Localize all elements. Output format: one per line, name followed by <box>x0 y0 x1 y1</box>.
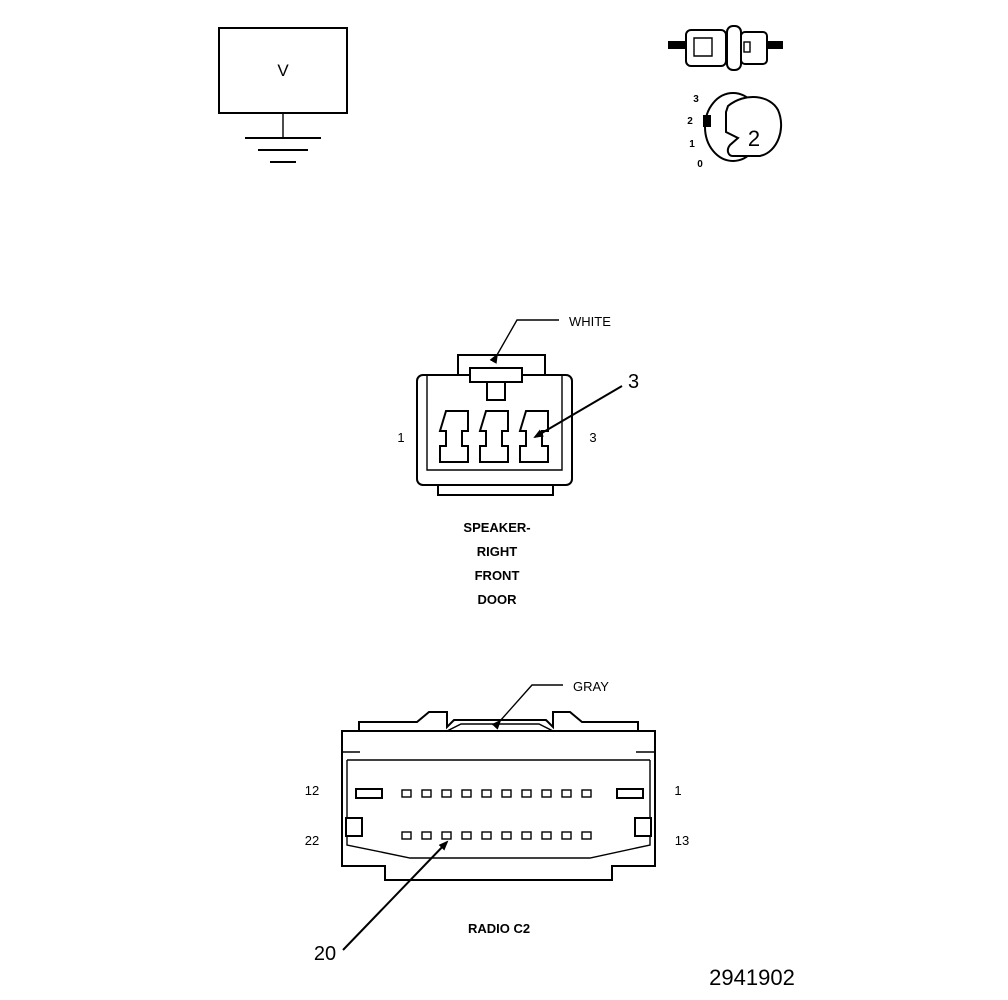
radio-pin-callout-arrow <box>342 840 449 951</box>
speaker-cavity-1 <box>438 410 469 463</box>
radio-connector: GRAY <box>305 679 689 965</box>
radio-cavity-1 <box>616 788 644 799</box>
radio-pin-22: 22 <box>305 833 319 848</box>
speaker-name-line-2: RIGHT <box>477 544 518 559</box>
speaker-color-label: WHITE <box>569 314 611 329</box>
voltmeter-box <box>218 27 348 114</box>
switch-selected-position: 2 <box>748 126 760 151</box>
white-callout-leader <box>489 319 559 364</box>
switch-position-0: 0 <box>697 159 703 170</box>
voltmeter-ground-symbol: V <box>218 27 348 163</box>
speaker-pin-callout-arrow <box>533 385 623 439</box>
probe-icon <box>668 25 783 71</box>
speaker-pin-left: 1 <box>397 430 404 445</box>
speaker-callout-pin: 3 <box>628 371 639 393</box>
speaker-name-line-1: SPEAKER- <box>463 520 530 535</box>
selector-switch-icon: 3 2 1 0 2 <box>687 92 783 170</box>
speaker-name-line-3: FRONT <box>475 568 520 583</box>
radio-top-row-cavities <box>401 789 592 798</box>
radio-cavity-12 <box>355 788 383 799</box>
radio-callout-pin: 20 <box>314 943 336 965</box>
speaker-connector: WHITE 3 1 3 SPEAKER- RIGHT FRONT DOOR <box>397 314 639 607</box>
radio-pin-12: 12 <box>305 783 319 798</box>
radio-color-label: GRAY <box>573 679 609 694</box>
radio-pin-13: 13 <box>675 833 689 848</box>
voltmeter-label: V <box>277 61 289 80</box>
speaker-cavity-2 <box>478 410 509 463</box>
switch-position-1: 1 <box>689 139 695 150</box>
radio-bottom-row-cavities <box>401 831 592 840</box>
radio-cavity-20 <box>441 831 452 840</box>
radio-pin-1: 1 <box>674 783 681 798</box>
switch-position-2: 2 <box>687 116 693 127</box>
switch-position-3: 3 <box>693 94 699 105</box>
speaker-pin-right: 3 <box>589 430 596 445</box>
radio-connector-name: RADIO C2 <box>468 921 530 936</box>
speaker-name-line-4: DOOR <box>478 592 518 607</box>
figure-number: 2941902 <box>709 965 795 990</box>
gray-callout-leader <box>491 684 563 730</box>
